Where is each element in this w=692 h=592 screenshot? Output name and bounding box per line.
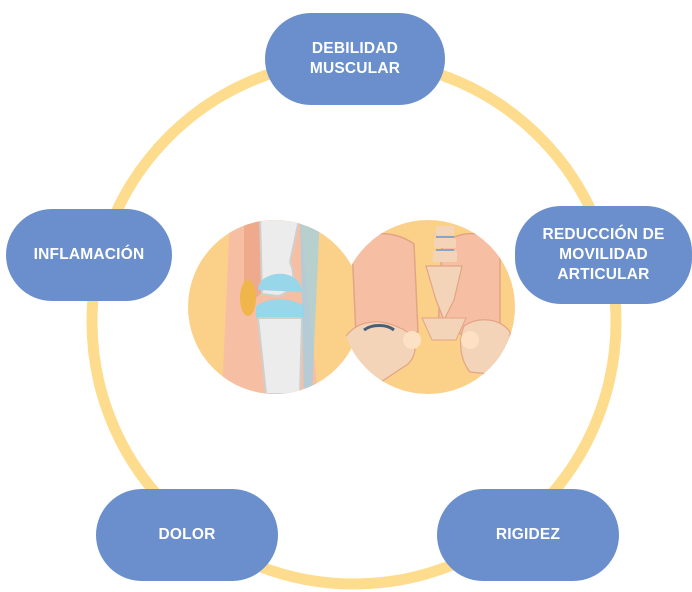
node-dolor: DOLOR: [96, 489, 278, 581]
node-reduccion-movilidad-articular: REDUCCIÓN DE MOVILIDAD ARTICULAR: [515, 206, 692, 304]
knee-joint-icon: [188, 215, 362, 394]
hip-pelvis-icon: [341, 220, 515, 394]
node-inflamacion: INFLAMACIÓN: [6, 209, 172, 301]
node-rigidez: RIGIDEZ: [437, 489, 619, 581]
node-debilidad-muscular: DEBILIDAD MUSCULAR: [265, 13, 445, 105]
